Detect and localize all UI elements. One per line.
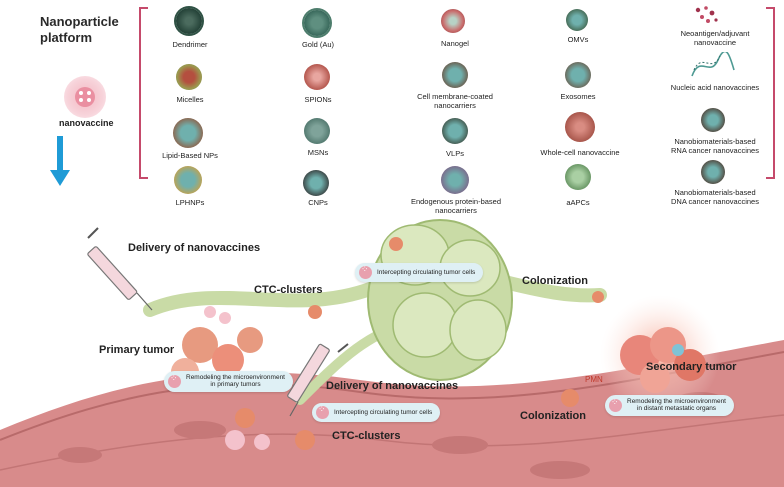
nanovaccine-icon xyxy=(609,397,622,412)
platform-label: Neoantigen/adjuvant nanovaccine xyxy=(680,29,750,47)
nanovaccine-label: nanovaccine xyxy=(59,118,114,128)
platform-label: Dendrimer xyxy=(172,40,208,49)
exosome-icon xyxy=(565,62,591,88)
vlp-icon xyxy=(442,118,468,144)
delivery-label-bottom: Delivery of nanovaccines xyxy=(326,380,459,392)
platform-label: LPHNPs xyxy=(175,198,205,207)
lipid-np-icon xyxy=(173,118,203,148)
platform-label: Micelles xyxy=(176,95,204,104)
platform-label: Lipid-Based NPs xyxy=(162,151,218,160)
rna-nano-icon xyxy=(701,108,725,132)
lphnp-icon xyxy=(174,166,202,194)
ctc-clusters-label-bottom: CTC-clusters xyxy=(332,430,401,442)
omv-icon xyxy=(566,9,588,31)
msn-icon xyxy=(304,118,330,144)
platform-label: Nanogel xyxy=(441,39,469,48)
micelle-icon xyxy=(176,64,202,90)
pill-intercept-top: Intercepting circulating tumor cells xyxy=(355,263,484,282)
nanovaccine-icon xyxy=(64,76,106,118)
platform-label: Gold (Au) xyxy=(301,40,335,49)
platform-label: Nanobiomaterials-based RNA cancer nanova… xyxy=(671,137,759,155)
pill-remodel-distant: Remodeling the microenvironment in dista… xyxy=(605,395,734,416)
platform-label: MSNs xyxy=(307,148,329,157)
endogenous-protein-icon xyxy=(441,166,469,194)
pmn-label: PMN xyxy=(585,375,603,384)
down-arrow-icon xyxy=(50,136,70,186)
platform-label: Cell membrane-coated nanocarriers xyxy=(417,92,493,110)
whole-cell-icon xyxy=(565,112,595,142)
pill-intercept-bottom: Intercepting circulating tumor cells xyxy=(312,403,441,422)
nanovaccine-icon xyxy=(168,373,181,388)
ctc-clusters-label-top: CTC-clusters xyxy=(254,284,323,296)
colonization-label-top: Colonization xyxy=(522,275,588,287)
dna-nano-icon xyxy=(701,160,725,184)
platform-label: SPIONs xyxy=(304,95,332,104)
platform-label: Endogenous protein-based nanocarriers xyxy=(410,197,502,215)
nanovaccine-icon xyxy=(316,404,329,419)
nanovaccine-icon xyxy=(359,264,372,279)
syringe-icon-top xyxy=(87,227,153,311)
syringe-icon-middle xyxy=(287,343,349,417)
delivery-label-top: Delivery of nanovaccines xyxy=(128,242,261,254)
gold-np-icon xyxy=(304,10,330,36)
dendrimer-icon xyxy=(176,8,202,34)
platform-label: Whole-cell nanovaccine xyxy=(540,148,620,157)
platform-label: Nanobiomaterials-based DNA cancer nanova… xyxy=(671,188,759,206)
platform-label: aAPCs xyxy=(566,198,590,207)
diagram-title: Nanoparticle platform xyxy=(40,14,119,46)
aapc-icon xyxy=(565,164,591,190)
platform-label: CNPs xyxy=(308,198,328,207)
nanogel-icon xyxy=(441,9,465,33)
platform-label: Exosomes xyxy=(560,92,596,101)
nucleic-acid-icon xyxy=(691,52,735,77)
platform-label: OMVs xyxy=(567,35,589,44)
pill-remodel-primary: Remodeling the microenvironment in prima… xyxy=(164,371,293,392)
primary-tumor-label: Primary tumor xyxy=(99,344,175,356)
neoantigen-icon xyxy=(695,6,718,23)
colonization-label-bottom: Colonization xyxy=(520,410,586,422)
platform-label: Nucleic acid nanovaccines xyxy=(670,83,760,92)
spion-icon xyxy=(304,64,330,90)
secondary-tumor-label: Secondary tumor xyxy=(646,361,737,373)
platform-label: VLPs xyxy=(446,149,464,158)
cell-membrane-icon xyxy=(442,62,468,88)
platform-bracket xyxy=(139,7,775,179)
cnp-icon xyxy=(303,170,329,196)
